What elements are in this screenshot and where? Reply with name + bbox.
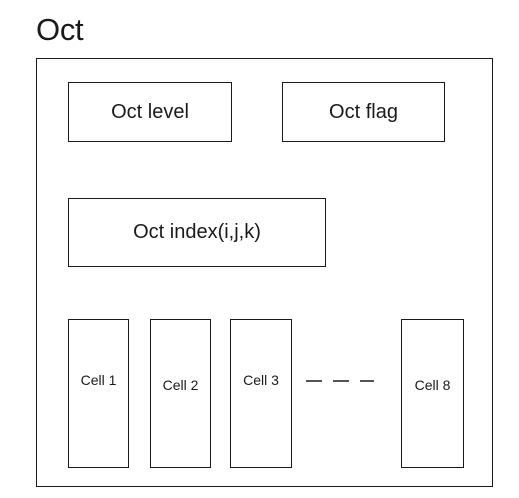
cell-box-3: Cell 3 (230, 319, 292, 468)
cell-box-1: Cell 1 (68, 319, 129, 468)
oct-level-label: Oct level (111, 100, 189, 123)
diagram-title: Oct (36, 12, 84, 47)
cell-box-2: Cell 2 (150, 319, 211, 468)
oct-flag-box: Oct flag (282, 82, 445, 142)
cell-label-1: Cell 1 (80, 371, 117, 388)
oct-index-label: Oct index(i,j,k) (133, 221, 261, 243)
oct-flag-label: Oct flag (329, 100, 398, 123)
cell-label-3: Cell 3 (243, 371, 279, 388)
cell-box-8: Cell 8 (401, 319, 464, 468)
cell-label-8: Cell 8 (414, 376, 451, 393)
cell-label-2: Cell 2 (162, 376, 199, 393)
oct-level-box: Oct level (68, 82, 232, 142)
oct-index-box: Oct index(i,j,k) (68, 198, 326, 267)
ellipsis-dashes (306, 380, 374, 382)
oct-container-box (36, 58, 493, 487)
